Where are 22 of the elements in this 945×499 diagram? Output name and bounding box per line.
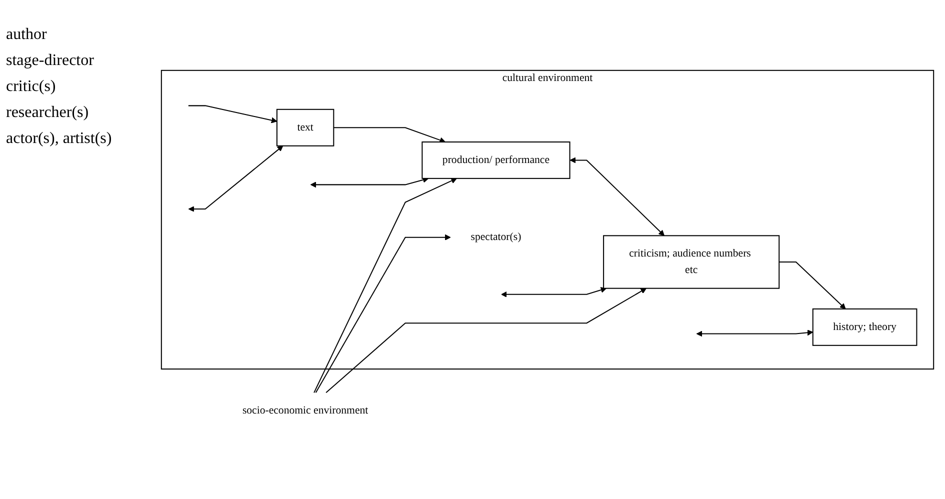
annotation-text: researcher(s) [6,104,90,122]
annotation-text: critic(s) [6,78,57,96]
arrow [188,104,278,123]
arrow [326,288,646,393]
annotation-text: stage-director [6,52,95,70]
arrow [501,286,607,298]
node-text: socio-economic environment [242,404,368,416]
arrow [315,234,451,393]
arrow [314,178,457,393]
arrow [188,145,284,212]
node-box: text [276,108,334,146]
node-box: criticism; audience numbers etc [603,234,780,289]
arrow [310,176,429,188]
arrow [696,329,814,336]
annotation-text: author [6,26,48,44]
node-box: production/ performance [422,141,570,179]
node-box: history; theory [812,308,918,346]
arrow [334,126,446,143]
arrow [570,156,665,236]
arrow [779,261,846,309]
node-text: spectator(s) [470,231,522,242]
annotation-text: actor(s), artist(s) [6,130,113,148]
